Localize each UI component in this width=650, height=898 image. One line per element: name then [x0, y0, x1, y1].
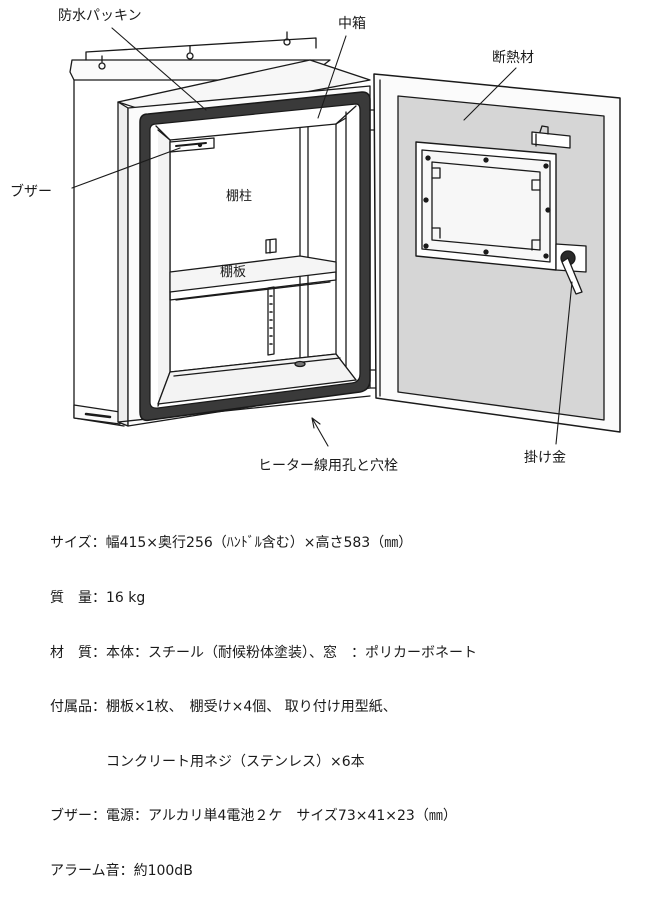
- buzzer: [169, 137, 215, 153]
- spec-accessories: 付属品：棚板×1枚、 棚受け×4個、 取り付け用型紙、: [50, 699, 397, 716]
- spec-weight: 質 量：16 kg: [50, 590, 146, 606]
- spec-material: 材 質：本体：スチール（耐候粉体塗装）、窓 ：ポリカーボネート: [50, 644, 477, 661]
- leader-lines: [71, 27, 573, 447]
- cabinet-diagram: 防水パッキン 中箱 断熱材 ブザー 棚柱 棚板 掛け金 ヒーター線用孔と穴栓: [10, 8, 621, 474]
- label-heater-hole: ヒーター線用孔と穴栓: [258, 458, 398, 474]
- shelf-board: [169, 255, 337, 301]
- spec-size: サイズ：幅415×奥行256（ﾊﾝﾄﾞﾙ含む）×高さ583（㎜）: [50, 535, 413, 552]
- spec-list: サイズ：幅415×奥行256（ﾊﾝﾄﾞﾙ含む）×高さ583（㎜） 質 量：16 …: [50, 498, 640, 898]
- mounting-flange: [69, 31, 331, 427]
- label-inner-box: 中箱: [338, 16, 366, 32]
- inner-box: [155, 105, 357, 407]
- label-shelf: 棚板: [220, 265, 246, 280]
- label-latch: 掛け金: [524, 450, 566, 466]
- spec-alarm: アラーム音：約100dB: [50, 862, 193, 879]
- spec-accessories-continued: コンクリート用ネジ（ステンレス）×6本: [50, 753, 365, 770]
- label-gasket: 防水パッキン: [58, 8, 142, 24]
- label-buzzer: ブザー: [10, 183, 52, 200]
- spec-buzzer: ブザー：電源：アルカリ単4電池２ケ サイズ73×41×23（㎜）: [50, 808, 457, 825]
- label-shelf-post: 棚柱: [226, 189, 252, 204]
- open-door: [373, 73, 621, 433]
- label-insulation: 断熱材: [492, 50, 534, 66]
